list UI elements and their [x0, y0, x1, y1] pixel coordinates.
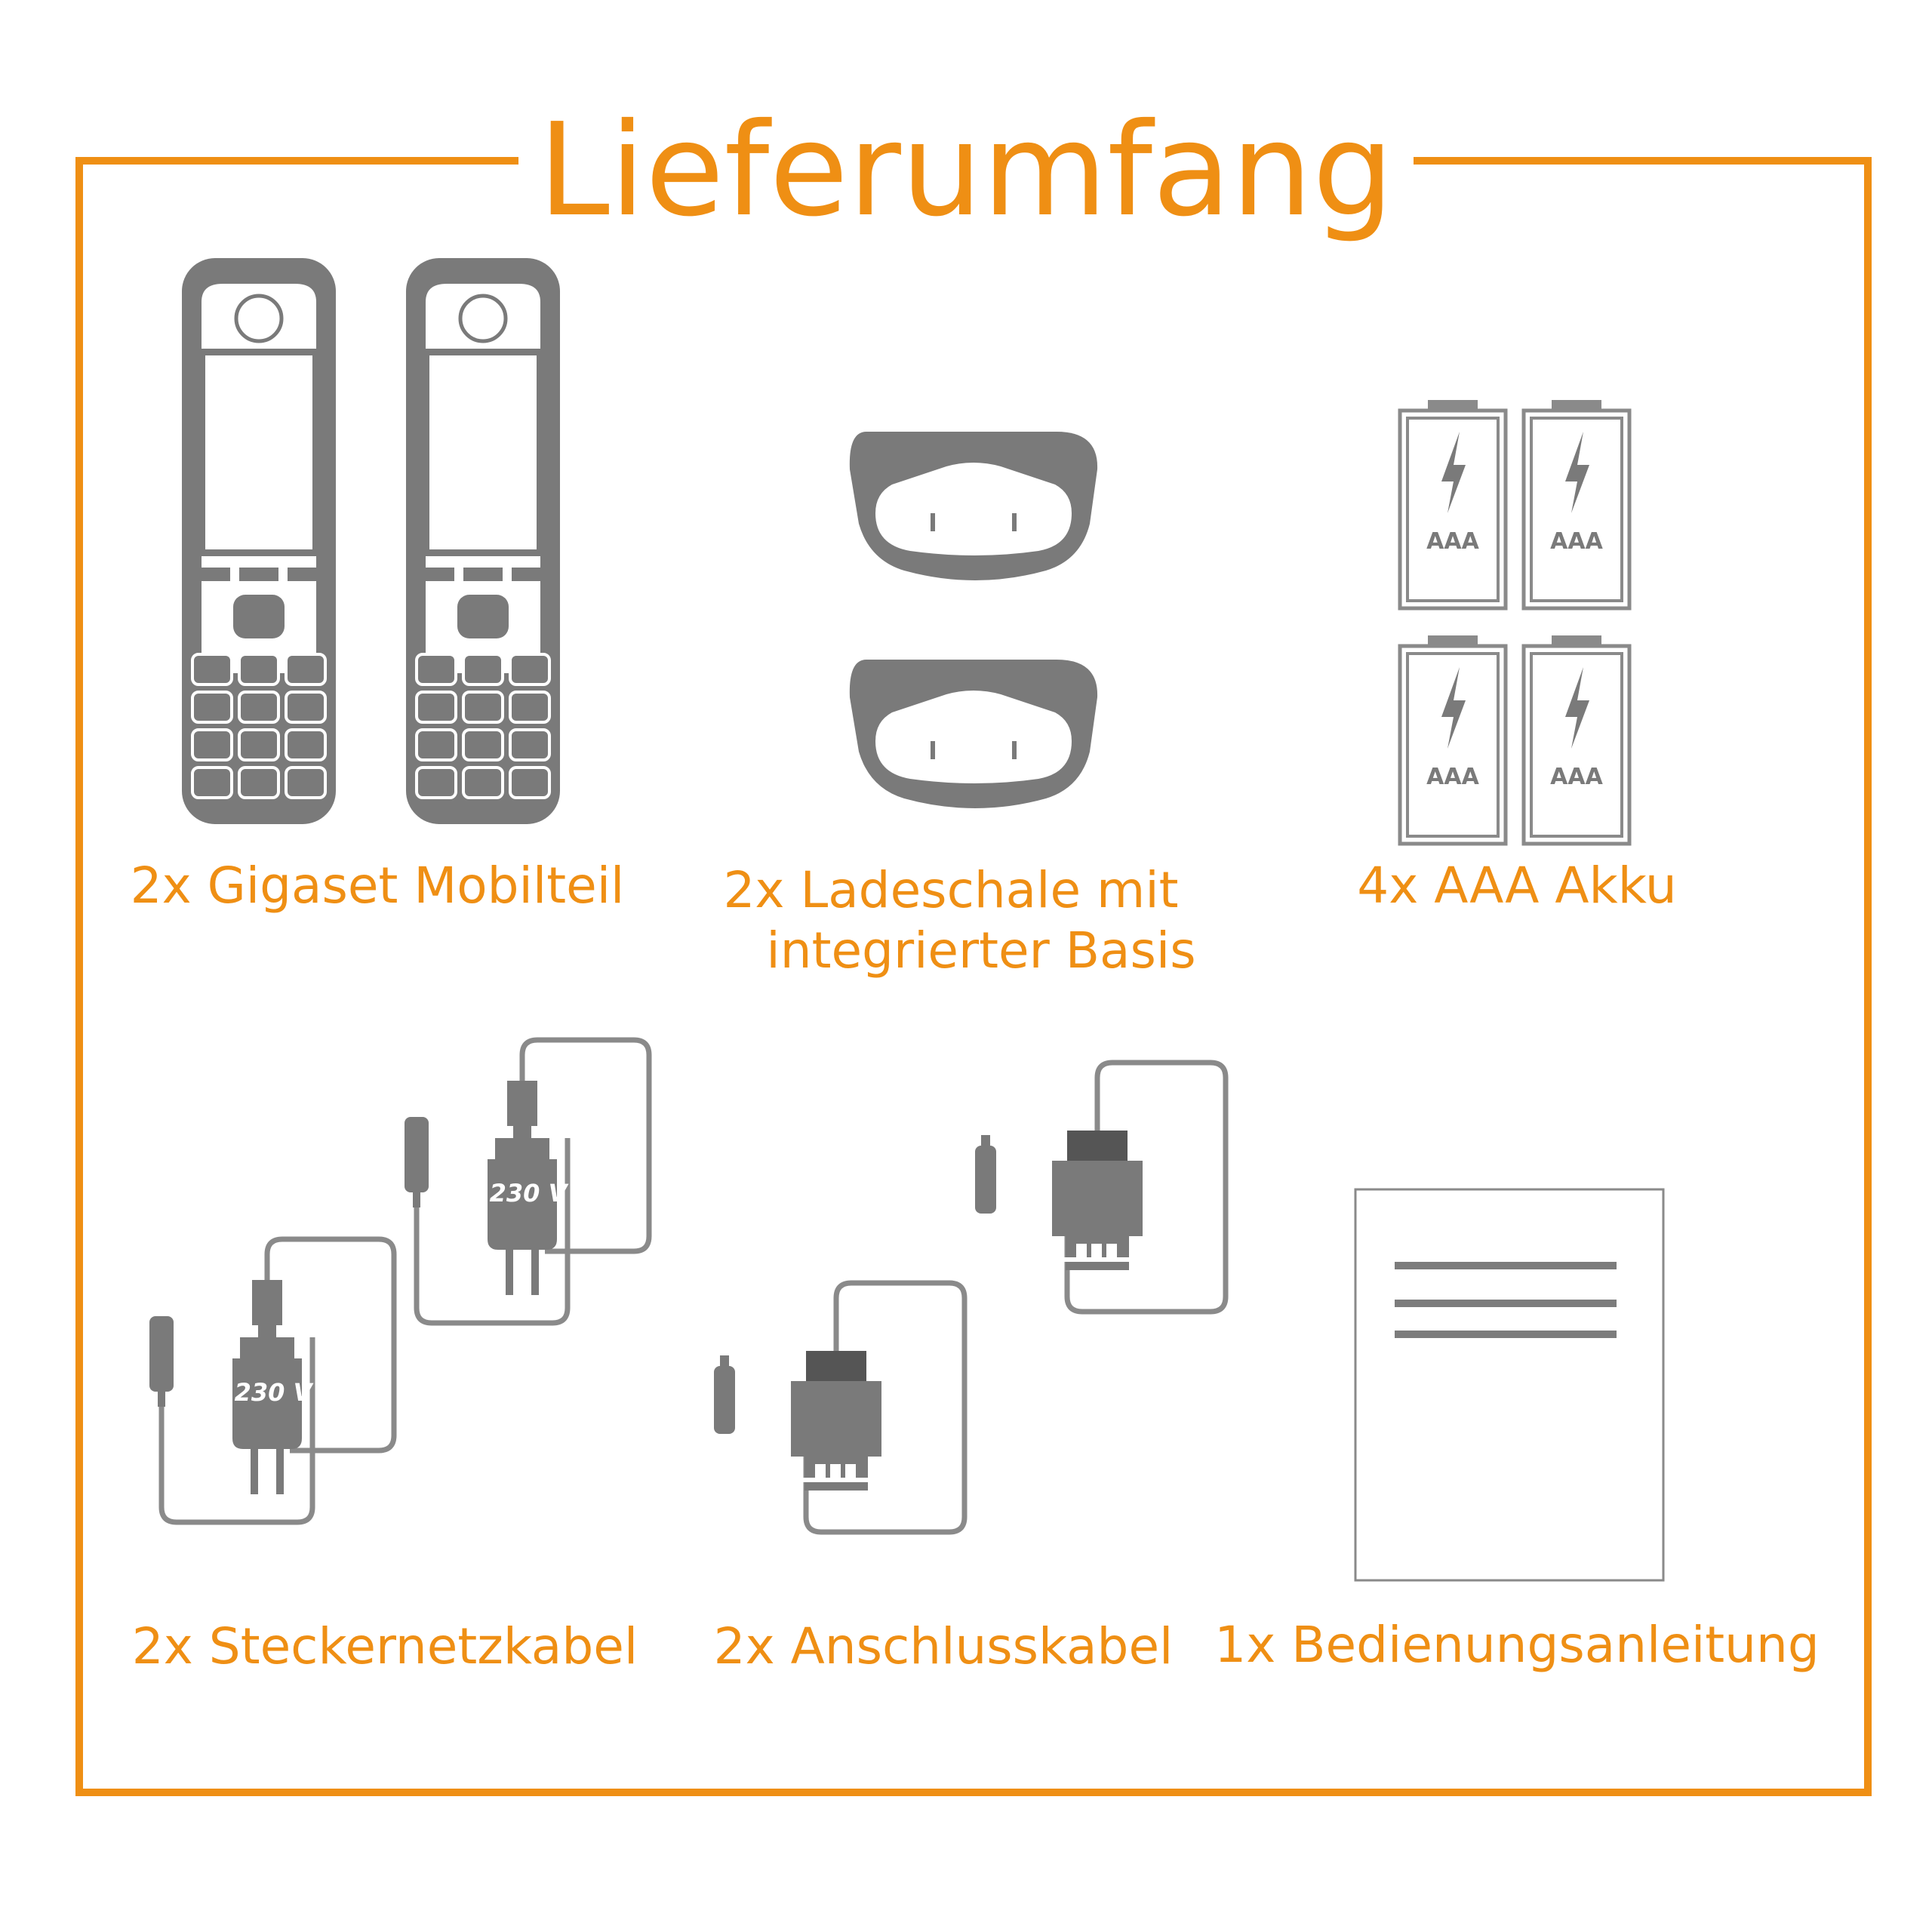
caption-batteries: 4x AAA Akku	[1357, 857, 1677, 915]
frame-top-right	[1283, 157, 1872, 165]
battery-label-2: AAA	[1550, 528, 1603, 555]
battery-icon-3	[1400, 635, 1506, 844]
battery-label-4: AAA	[1550, 764, 1603, 790]
battery-label-1: AAA	[1426, 528, 1479, 555]
handset-icon-1	[182, 258, 336, 824]
handset-icon-2	[406, 258, 560, 824]
frame-right	[1864, 157, 1872, 1796]
adapter-voltage-label-2: 230 V	[235, 1378, 314, 1407]
battery-icon-4	[1524, 635, 1629, 844]
caption-manual: 1x Bedienungsanleitung	[1214, 1616, 1820, 1674]
battery-icon-2	[1524, 400, 1629, 608]
battery-icon-1	[1400, 400, 1506, 608]
caption-cradle: 2x Ladeschale mit integrierter Basis	[664, 860, 1268, 981]
page-title: Lieferumfang	[0, 95, 1932, 246]
adapter-voltage-label-1: 230 V	[490, 1179, 569, 1208]
caption-handset: 2x Gigaset Mobilteil	[130, 857, 625, 915]
caption-connection-cable: 2x Anschlusskabel	[713, 1617, 1174, 1675]
connection-cable-icon-2	[714, 1283, 964, 1532]
frame-left	[75, 157, 83, 1796]
charging-cradle-icon-1	[849, 432, 1098, 580]
manual-icon	[1354, 1188, 1665, 1582]
caption-cradle-line2: integrierter Basis	[766, 921, 1196, 980]
frame-bottom	[75, 1789, 1872, 1796]
frame-top-left	[75, 157, 543, 165]
charging-cradle-icon-2	[849, 660, 1098, 808]
connection-cable-icon-1	[975, 1063, 1226, 1312]
battery-label-3: AAA	[1426, 764, 1479, 790]
caption-cradle-line1: 2x Ladeschale mit	[723, 861, 1179, 919]
caption-power-cable: 2x Steckernetzkabel	[131, 1617, 638, 1675]
